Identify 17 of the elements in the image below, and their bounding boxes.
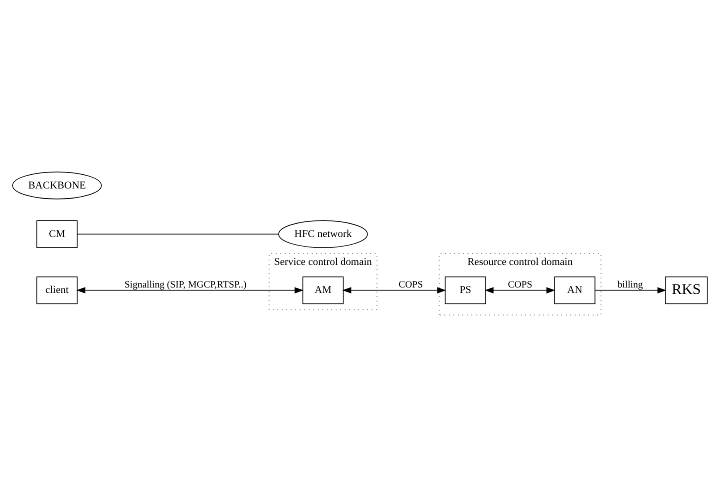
node-ellipse: BACKBONE: [12, 172, 102, 200]
node-box: PS: [444, 276, 486, 304]
node-box: AM: [302, 276, 344, 304]
arrow: [76, 287, 304, 294]
node-ellipse: HFC network: [278, 220, 368, 248]
edge-label: billing: [617, 280, 643, 291]
arrow: [594, 287, 666, 294]
arrow: [484, 287, 556, 294]
edge-label: Signalling (SIP, MGCP,RTSP..): [124, 280, 247, 291]
connector: [77, 234, 279, 235]
node-box: AN: [554, 276, 596, 304]
node-box: CM: [36, 220, 78, 248]
node-box: RKS: [664, 276, 708, 304]
edge-label: COPS: [398, 280, 423, 291]
node-box: client: [36, 276, 78, 304]
arrow: [342, 287, 446, 294]
edge-label: COPS: [508, 280, 532, 291]
